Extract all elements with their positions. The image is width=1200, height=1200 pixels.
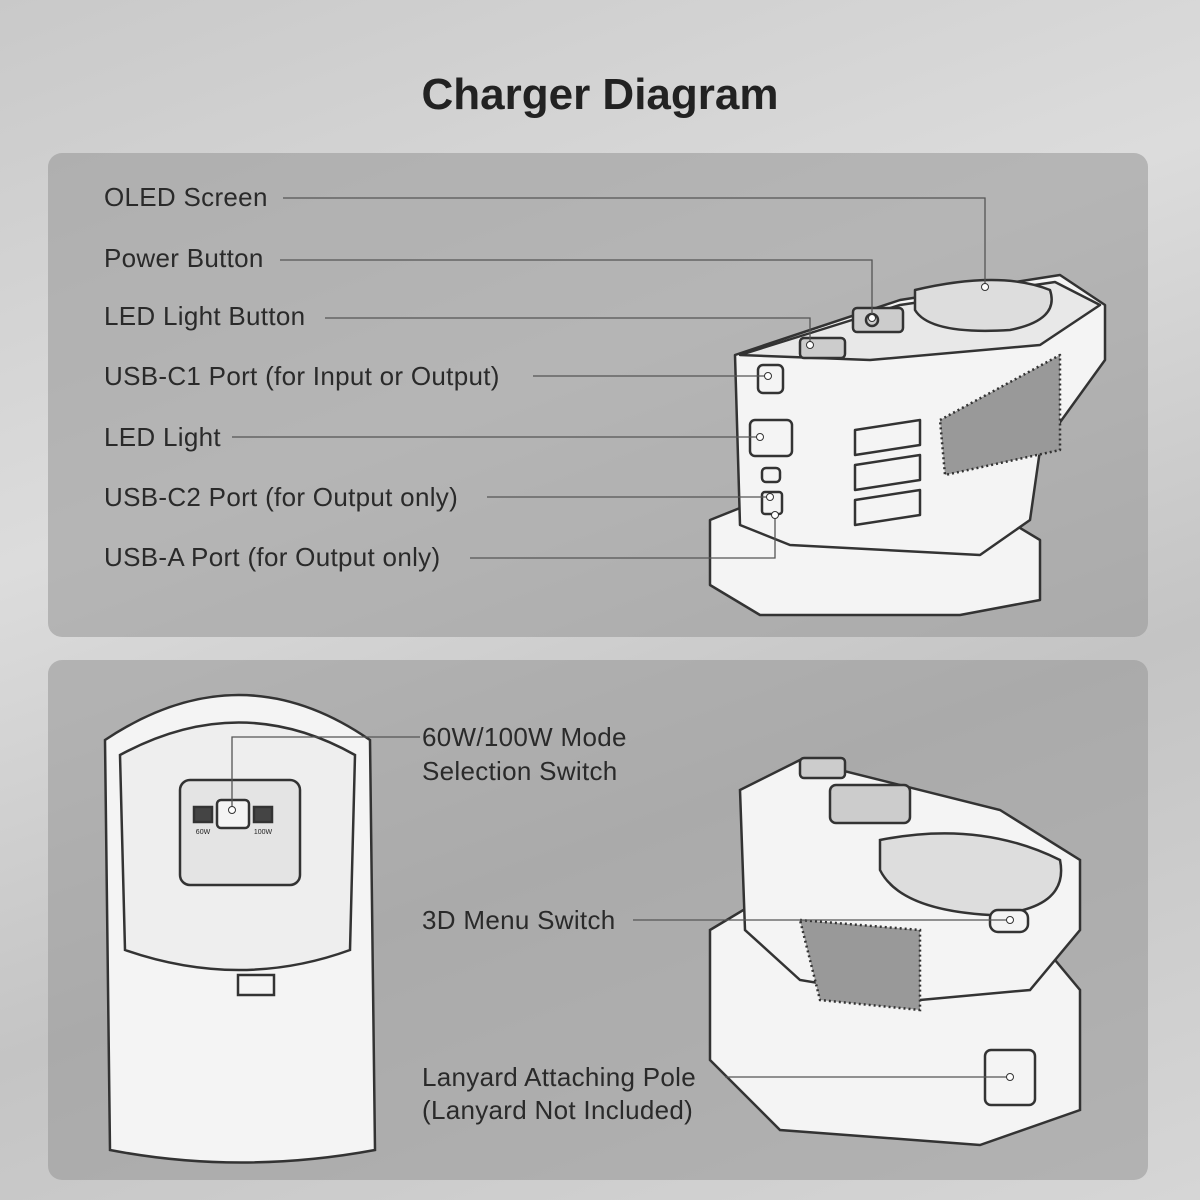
label-power-button: Power Button [104,243,264,273]
charger-top-view [708,273,1107,617]
label-menu-switch: 3D Menu Switch [422,905,616,935]
switch-100w-mark: 100W [254,829,273,836]
leader-lines [231,197,1010,1078]
label-led-light: LED Light [104,422,221,452]
label-mode-switch-line2: Selection Switch [422,756,618,786]
label-usb-c1-port: USB-C1 Port (for Input or Output) [104,361,500,391]
label-lanyard-line2: (Lanyard Not Included) [422,1095,694,1125]
label-mode-switch-line1: 60W/100W Mode [422,722,627,752]
page-title: Charger Diagram [421,70,779,119]
label-usb-c2-port: USB-C2 Port (for Output only) [104,482,459,512]
label-usb-a-port: USB-A Port (for Output only) [104,542,441,572]
label-oled-screen: OLED Screen [104,182,268,212]
charger-side-view [708,756,1082,1147]
label-led-light-button: LED Light Button [104,301,306,331]
label-lanyard-line1: Lanyard Attaching Pole [422,1062,697,1092]
switch-60w-mark: 60W [196,829,211,836]
charger-bottom-view [103,693,377,1164]
